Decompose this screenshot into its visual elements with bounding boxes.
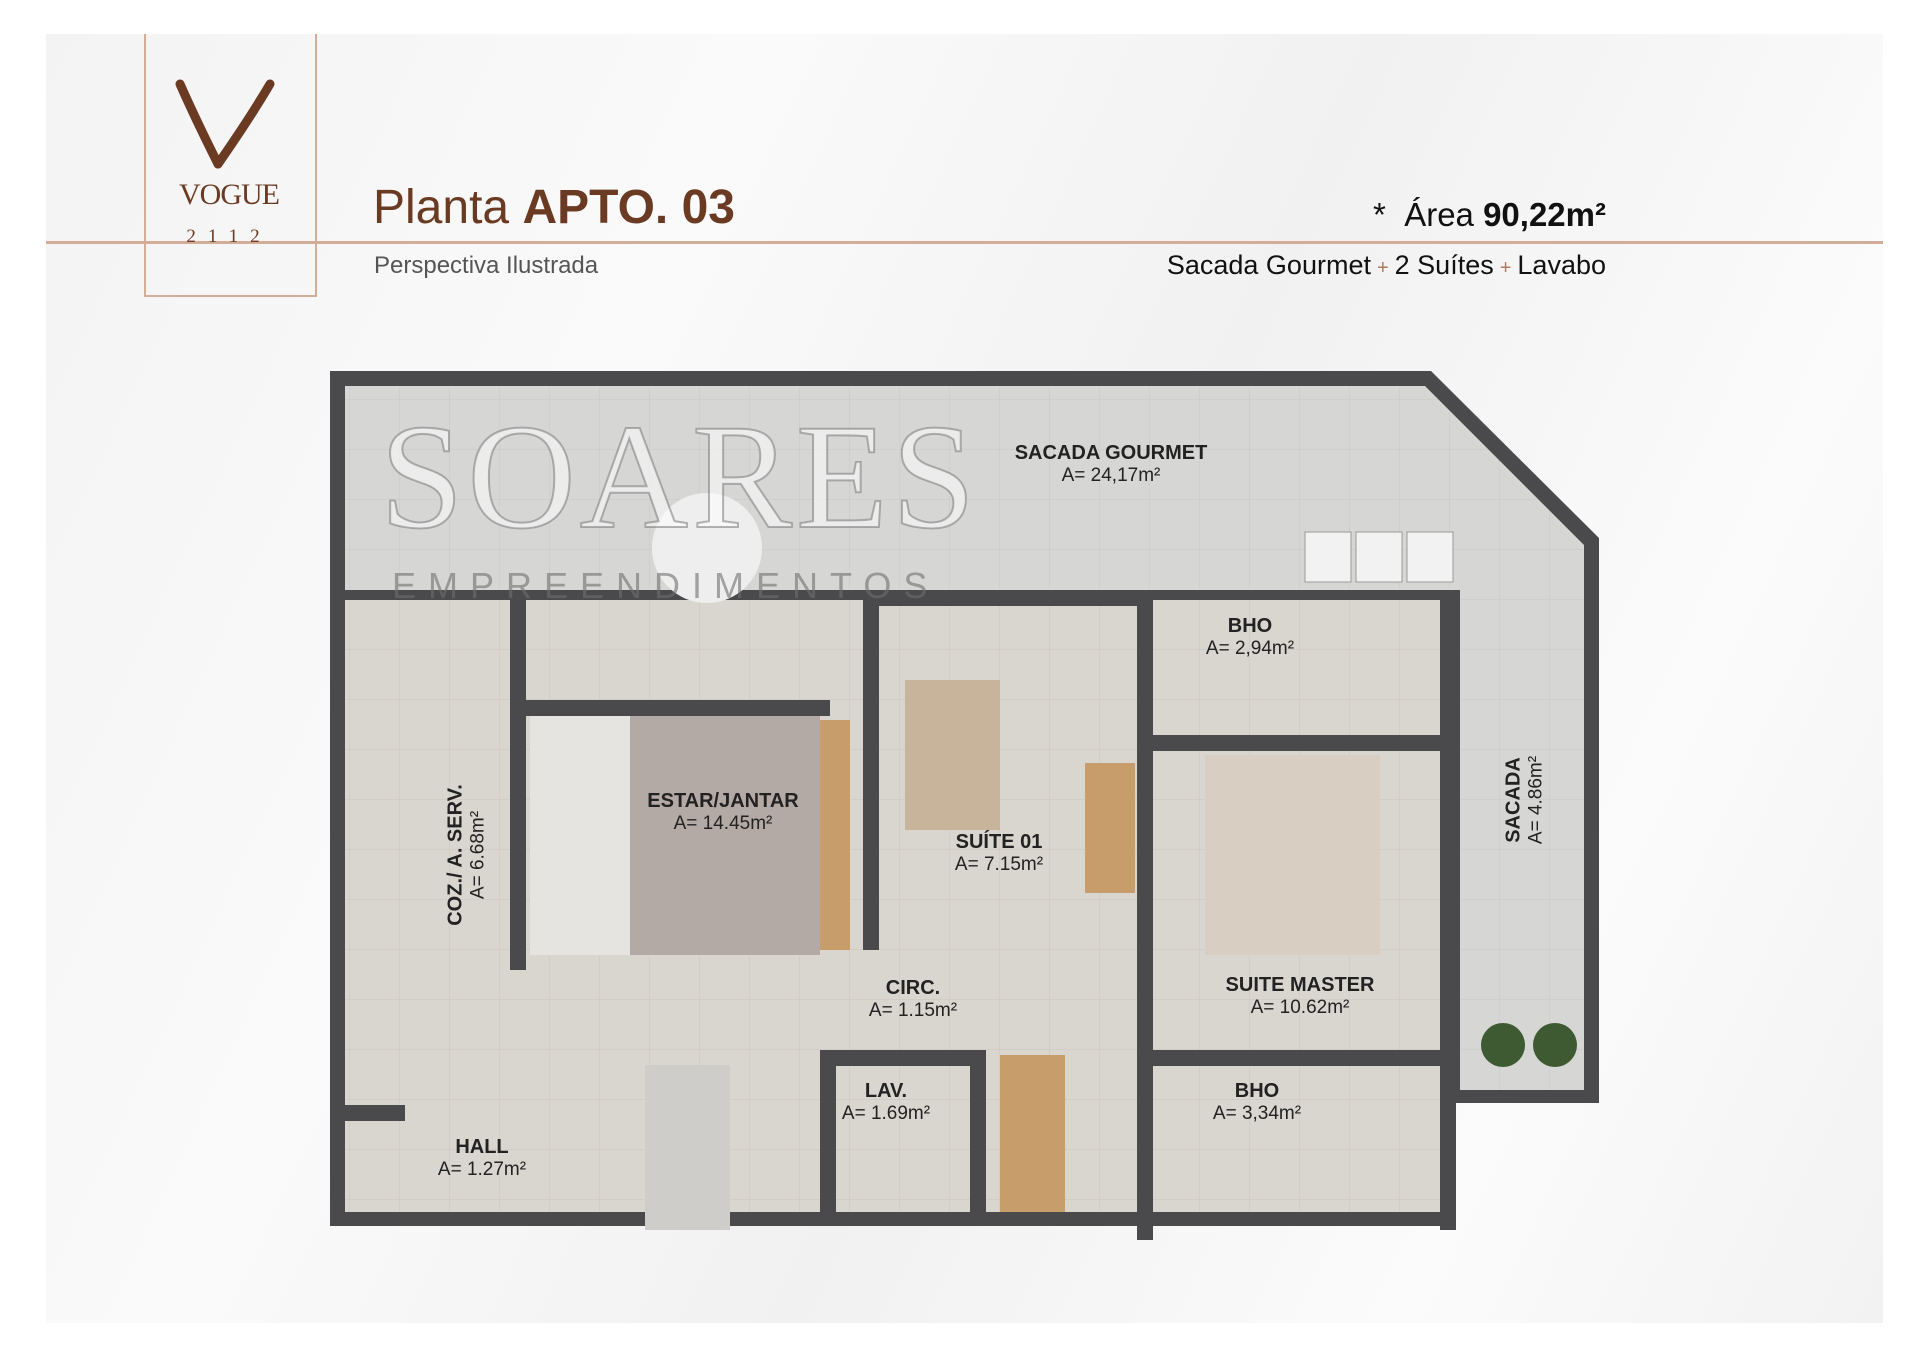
room-area: A= 7.15m² <box>954 854 1044 875</box>
dining-table <box>645 1065 730 1230</box>
watermark-logo: SOARES <box>379 393 980 561</box>
room-name: SACADA <box>1502 757 1525 843</box>
sofa <box>530 715 630 955</box>
logo-frame <box>144 34 317 297</box>
room-area: A= 1.15m² <box>868 1000 958 1021</box>
header-rule <box>46 241 1883 244</box>
feature-item: Sacada Gourmet <box>1166 250 1371 280</box>
room-name: SUITE MASTER <box>1225 974 1375 996</box>
room-circ: CIRC.A= 1.15m² <box>869 977 957 1022</box>
area-value: 90,22m² <box>1483 196 1606 233</box>
area-star: * <box>1373 196 1386 233</box>
room-name: BHO <box>1227 615 1273 637</box>
room-area: A= 3,34m² <box>1212 1103 1302 1124</box>
room-name: HALL <box>455 1136 509 1158</box>
room-area: A= 1.69m² <box>841 1103 931 1124</box>
room-area: A= 14.45m² <box>673 813 773 834</box>
wardrobe <box>1085 763 1135 893</box>
plus-icon: + <box>1499 257 1512 279</box>
page-title: Planta APTO. 03 <box>373 180 735 235</box>
title-prefix: Planta <box>373 181 510 234</box>
logo-v-mark <box>175 79 275 169</box>
feature-item: 2 Suítes <box>1394 250 1494 280</box>
title-main: APTO. 03 <box>522 181 735 234</box>
bed-master <box>1205 755 1380 955</box>
plus-icon: + <box>1376 257 1389 279</box>
room-name: SUÍTE 01 <box>955 831 1043 853</box>
room-name: SACADA GOURMET <box>1014 442 1208 464</box>
plant <box>1481 1023 1525 1067</box>
feature-item: Lavabo <box>1517 250 1606 280</box>
room-name: LAV. <box>864 1080 908 1102</box>
room-name: BHO <box>1234 1080 1280 1102</box>
interior-walls <box>345 590 1457 1240</box>
room-area: A= 4.86m² <box>1525 755 1547 845</box>
room-cozinha: COZ./ A. SERV.A= 6.68m² <box>445 784 490 926</box>
room-name: CIRC. <box>885 977 941 999</box>
room-area: A= 1.27m² <box>437 1159 527 1180</box>
room-area: A= 6.68m² <box>467 810 489 900</box>
watermark-subtitle: EMPREENDIMENTOS <box>392 565 940 606</box>
wardrobe <box>1000 1055 1065 1212</box>
room-area: A= 10.62m² <box>1250 997 1350 1018</box>
logo-wordmark: VOGUE <box>179 178 280 211</box>
room-lavabo: LAV.A= 1.69m² <box>842 1080 930 1125</box>
features-line: Sacada Gourmet+2 Suítes+Lavabo <box>1167 250 1606 281</box>
plant <box>1533 1023 1577 1067</box>
room-area: A= 24,17m² <box>1061 465 1161 486</box>
room-name: COZ./ A. SERV. <box>444 784 467 926</box>
round-table <box>652 493 762 603</box>
total-area: * Área 90,22m² <box>1373 196 1606 234</box>
ac-condensers <box>1304 531 1454 583</box>
rug <box>630 705 820 955</box>
room-area: A= 2,94m² <box>1205 638 1295 659</box>
room-name: ESTAR/JANTAR <box>647 790 799 812</box>
logo-number: 2112 <box>186 226 272 247</box>
page-subtitle: Perspectiva Ilustrada <box>374 252 599 279</box>
bed-suite01 <box>905 680 1000 830</box>
panel <box>820 720 850 950</box>
area-label: Área <box>1404 196 1474 233</box>
